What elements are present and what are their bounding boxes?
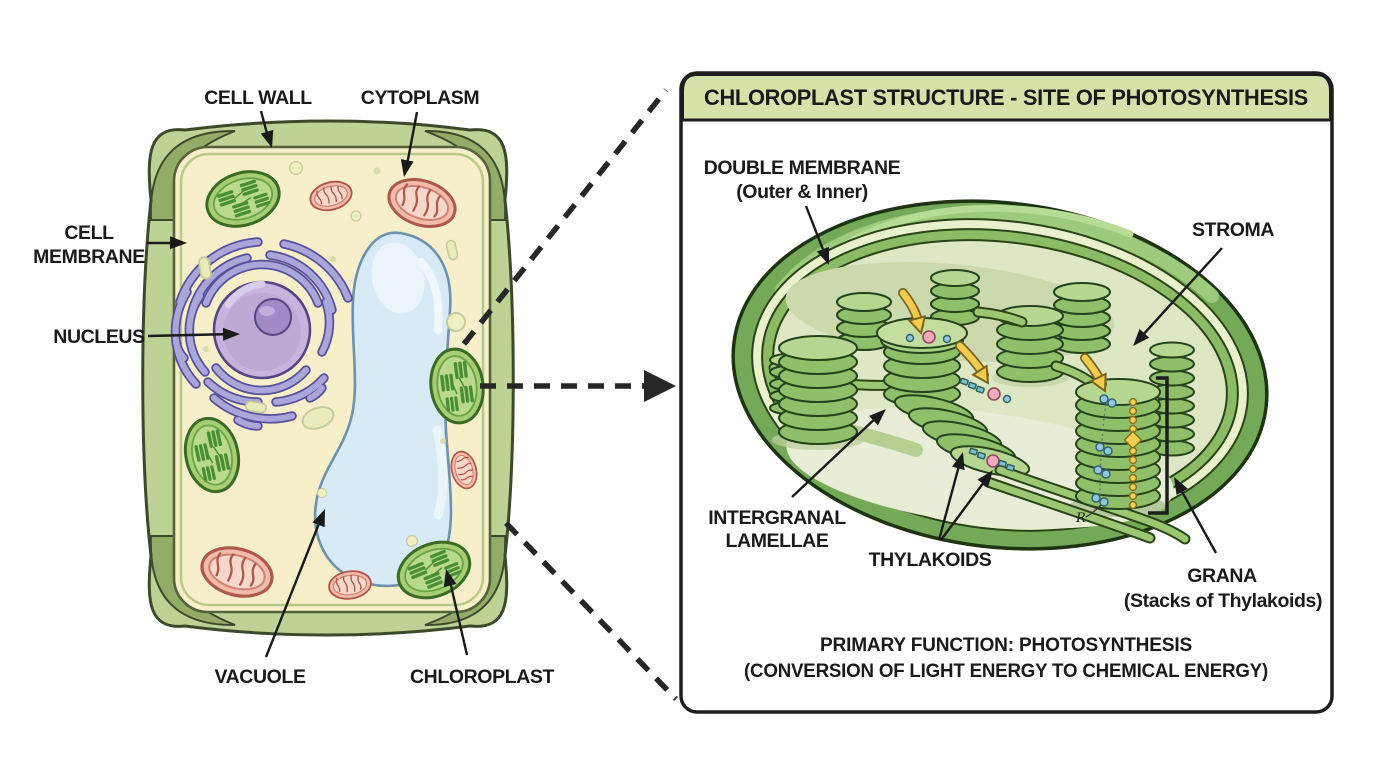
chloroplast-structure: R xyxy=(731,199,1269,551)
grana-label-line2: (Stacks of Thylakoids) xyxy=(1124,590,1322,612)
atp-chain xyxy=(1123,397,1143,510)
double-membrane-label-line1: DOUBLE MEMBRANE xyxy=(704,157,901,179)
light-energy-arrow xyxy=(898,288,1107,393)
panel-header xyxy=(681,73,1332,122)
cytoplasm-vesicles xyxy=(197,160,466,548)
stroma-label: STROMA xyxy=(1192,219,1274,241)
zoom-arrowhead xyxy=(644,370,676,402)
endoplasmic-reticulum xyxy=(170,237,353,431)
intergranal-lamellae-label-line2: LAMELLAE xyxy=(726,530,829,552)
zoom-connector-top xyxy=(461,88,669,346)
nucleus-label: NUCLEUS xyxy=(53,326,145,348)
thylakoids-label: THYLAKOIDS xyxy=(869,549,992,571)
granum-stack-tall xyxy=(1075,378,1161,510)
panel-label-arrows xyxy=(791,205,1223,554)
granum-stack xyxy=(930,269,980,326)
chloroplast-panel: CHLOROPLAST STRUCTURE - SITE OF PHOTOSYN… xyxy=(679,71,1334,714)
cell-labels: CELL WALL CYTOPLASM CELL MEMBRANE NUCLEU… xyxy=(33,87,555,688)
granum-stack xyxy=(1149,341,1195,457)
r-annotation: R xyxy=(1075,511,1086,526)
primary-function-line1: PRIMARY FUNCTION: PHOTOSYNTHESIS xyxy=(820,634,1192,656)
cell-wall-outline xyxy=(141,119,515,637)
nucleolus xyxy=(254,298,292,336)
cytoplasm-label: CYTOPLASM xyxy=(361,87,479,109)
panel-labels: DOUBLE MEMBRANE (Outer & Inner) STROMA I… xyxy=(704,157,1323,682)
cell-membrane-label-line2: MEMBRANE xyxy=(33,246,145,268)
cell-membrane-label-line1: CELL xyxy=(64,222,114,244)
nucleus-shape xyxy=(212,280,312,380)
panel-title: CHLOROPLAST STRUCTURE - SITE OF PHOTOSYN… xyxy=(704,85,1308,110)
grana-label-line1: GRANA xyxy=(1187,565,1257,587)
vacuole-label: VACUOLE xyxy=(214,666,305,688)
double-membrane-label-line2: (Outer & Inner) xyxy=(736,181,868,203)
granum-stack xyxy=(1053,282,1111,354)
zoom-connector-lines xyxy=(461,88,678,701)
granum-stack xyxy=(778,335,858,445)
photosynthesis-molecules xyxy=(905,330,1143,510)
intergranal-lamellae-label-line1: INTERGRANAL xyxy=(708,507,846,529)
primary-function-line2: (CONVERSION OF LIGHT ENERGY TO CHEMICAL … xyxy=(744,660,1268,682)
plant-cell: CELL WALL CYTOPLASM CELL MEMBRANE NUCLEU… xyxy=(33,87,555,688)
chloroplast-label: CHLOROPLAST xyxy=(410,666,555,688)
vacuole-shape xyxy=(313,231,453,588)
granum-stack xyxy=(996,305,1064,383)
grana-bracket xyxy=(1148,376,1169,515)
membrane-shine xyxy=(841,204,1134,249)
zoom-connector-bottom xyxy=(504,521,678,701)
cell-label-arrows xyxy=(147,110,469,658)
thylakoid-ribbon xyxy=(982,464,1191,545)
cell-wall-label: CELL WALL xyxy=(204,87,312,109)
